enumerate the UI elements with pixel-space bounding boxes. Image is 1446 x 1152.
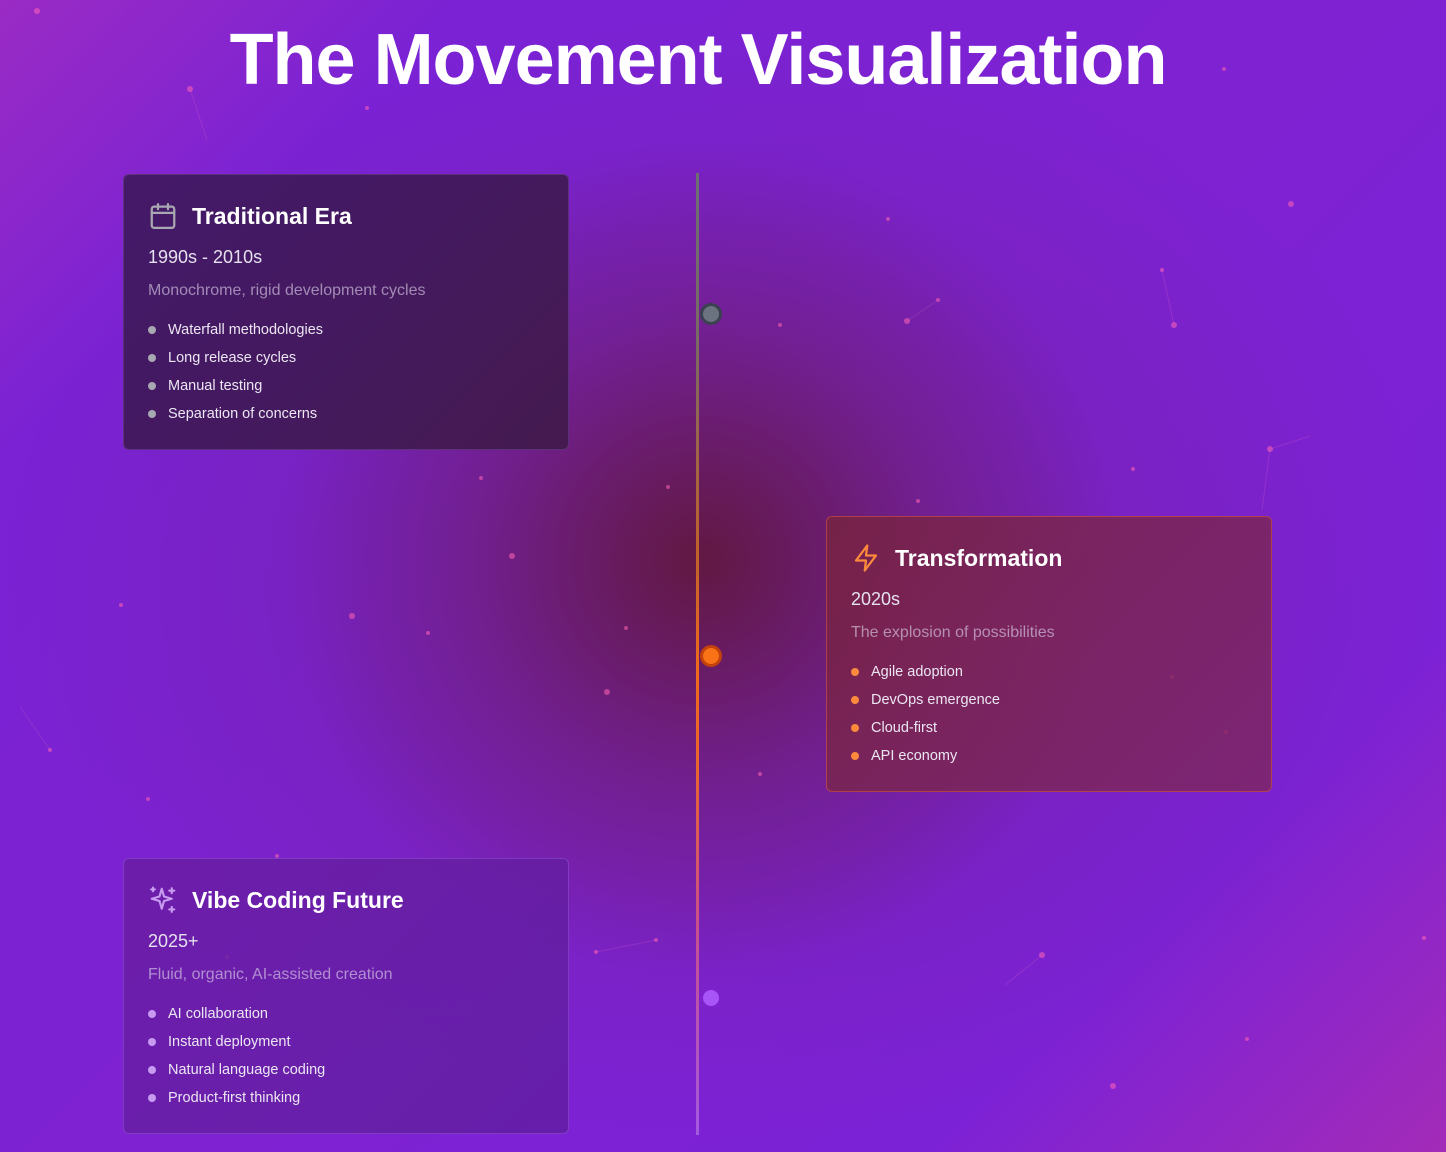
list-item-label: Waterfall methodologies (168, 322, 324, 338)
era-description: The explosion of possibilities (851, 624, 1055, 641)
timeline-node-future (700, 987, 722, 1009)
page-title: The Movement Visualization (229, 20, 1168, 100)
card-header: Transformation (851, 541, 1247, 575)
card-header: Vibe Coding Future (148, 883, 544, 917)
list-item-label: API economy (871, 748, 958, 764)
list-item: Natural language coding (148, 1056, 544, 1084)
bullet-dot (851, 696, 859, 704)
timeline-node-transformation (700, 645, 722, 667)
era-card-transformation: Transformation 2020s The explosion of po… (826, 516, 1272, 792)
list-item-label: AI collaboration (168, 1006, 268, 1022)
era-period: 2025+ (148, 931, 199, 951)
era-title: Traditional Era (192, 202, 352, 229)
era-card-future: Vibe Coding Future 2025+ Fluid, organic,… (123, 858, 569, 1134)
card-header: Traditional Era (148, 199, 544, 233)
list-item: AI collaboration (148, 1000, 544, 1028)
list-item-label: Cloud-first (871, 720, 938, 736)
bullet-dot (148, 410, 156, 418)
bullet-dot (851, 752, 859, 760)
list-item-label: DevOps emergence (871, 692, 1000, 708)
era-period: 2020s (851, 589, 901, 609)
list-item-label: Separation of concerns (168, 406, 318, 422)
list-item-label: Natural language coding (168, 1062, 326, 1078)
era-period: 1990s - 2010s (148, 247, 263, 267)
bullet-dot (148, 382, 156, 390)
era-title: Transformation (895, 544, 1063, 571)
sparkles-icon (150, 886, 176, 913)
list-item: API economy (851, 742, 1247, 770)
list-item: DevOps emergence (851, 686, 1247, 714)
list-item: Agile adoption (851, 658, 1247, 686)
bullet-dot (851, 668, 859, 676)
list-item-label: Instant deployment (168, 1034, 291, 1050)
era-feature-list: Waterfall methodologies Long release cyc… (148, 316, 544, 428)
list-item: Waterfall methodologies (148, 316, 544, 344)
list-item: Manual testing (148, 372, 544, 400)
bullet-dot (148, 354, 156, 362)
list-item-label: Product-first thinking (168, 1090, 301, 1106)
era-title: Vibe Coding Future (192, 886, 404, 913)
list-item-label: Manual testing (168, 378, 263, 394)
era-feature-list: AI collaboration Instant deployment Natu… (148, 1000, 544, 1112)
list-item-label: Long release cycles (168, 350, 297, 366)
era-description: Fluid, organic, AI-assisted creation (148, 966, 393, 983)
bullet-dot (148, 326, 156, 334)
timeline-node-traditional (700, 303, 722, 325)
timeline-axis (696, 173, 699, 1135)
bullet-dot (148, 1094, 156, 1102)
list-item: Instant deployment (148, 1028, 544, 1056)
bullet-dot (148, 1010, 156, 1018)
list-item: Product-first thinking (148, 1084, 544, 1112)
list-item: Separation of concerns (148, 400, 544, 428)
bullet-dot (851, 724, 859, 732)
lightning-bolt-icon (854, 544, 878, 572)
era-description: Monochrome, rigid development cycles (148, 282, 426, 299)
era-feature-list: Agile adoption DevOps emergence Cloud-fi… (851, 658, 1247, 770)
calendar-icon (150, 203, 176, 229)
list-item: Cloud-first (851, 714, 1247, 742)
list-item: Long release cycles (148, 344, 544, 372)
bullet-dot (148, 1066, 156, 1074)
bullet-dot (148, 1038, 156, 1046)
era-card-traditional: Traditional Era 1990s - 2010s Monochrome… (123, 174, 569, 450)
list-item-label: Agile adoption (871, 664, 963, 680)
